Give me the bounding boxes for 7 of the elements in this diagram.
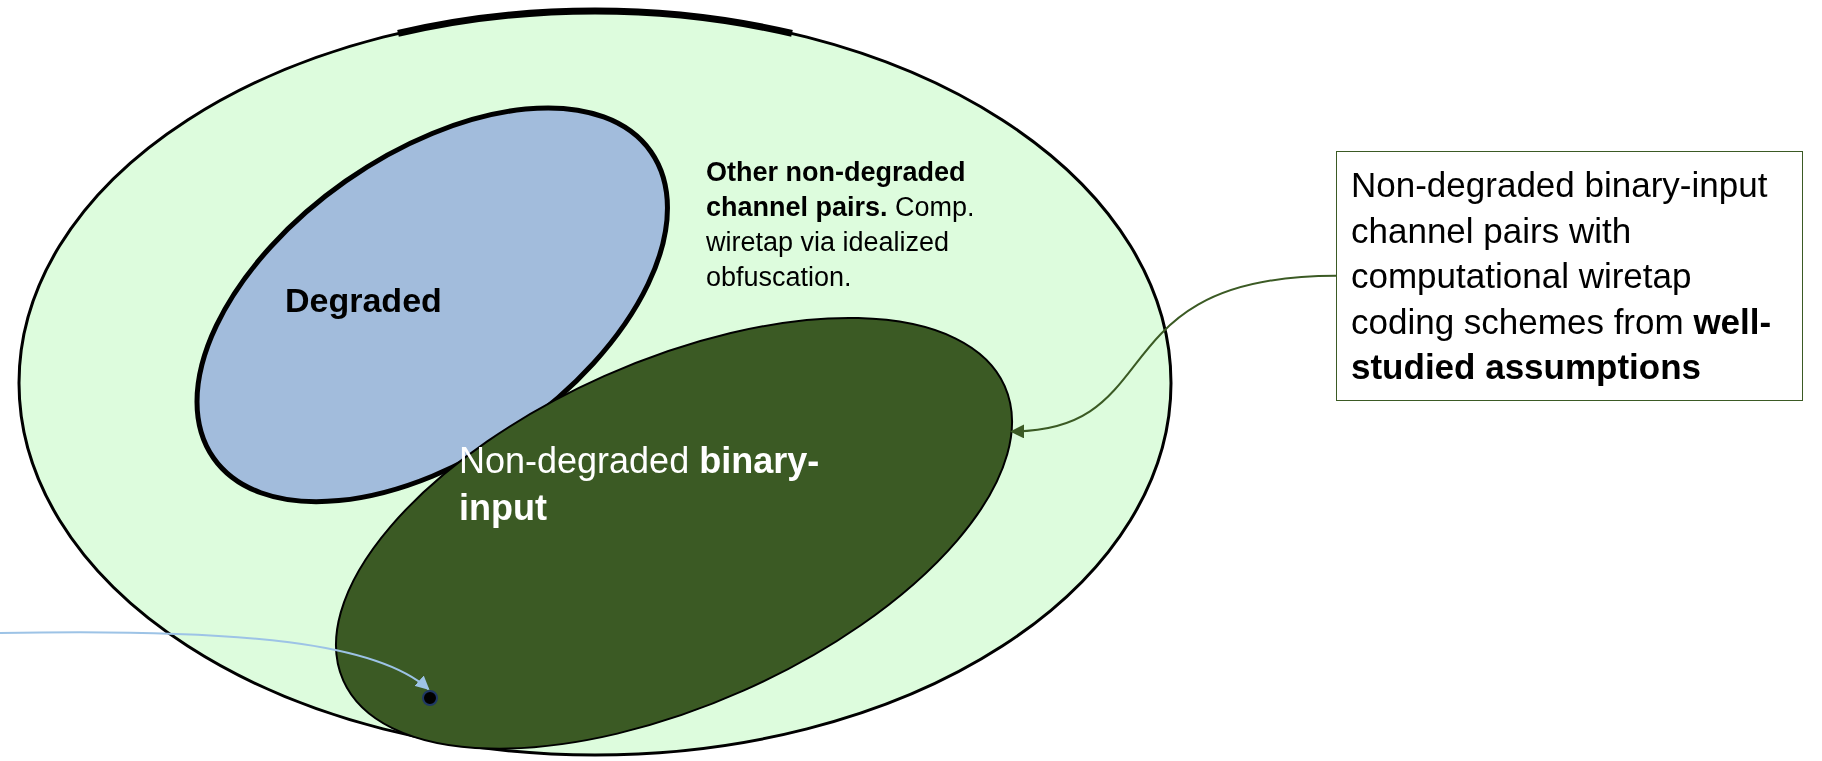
note-box (1336, 151, 1803, 401)
set-label: Non-degraded binary-input (459, 439, 821, 530)
set-label: Other non-degraded channel pairs. Comp. wiretap via idealized obfuscation. (706, 156, 976, 295)
note-text: Non-degraded binary-input channel pairs with computational wiretap coding schemes from well-studied assumptions (1351, 164, 1773, 388)
arrow (1010, 274, 1337, 438)
arrow (0, 631, 430, 691)
set-label: Degraded (285, 280, 443, 321)
